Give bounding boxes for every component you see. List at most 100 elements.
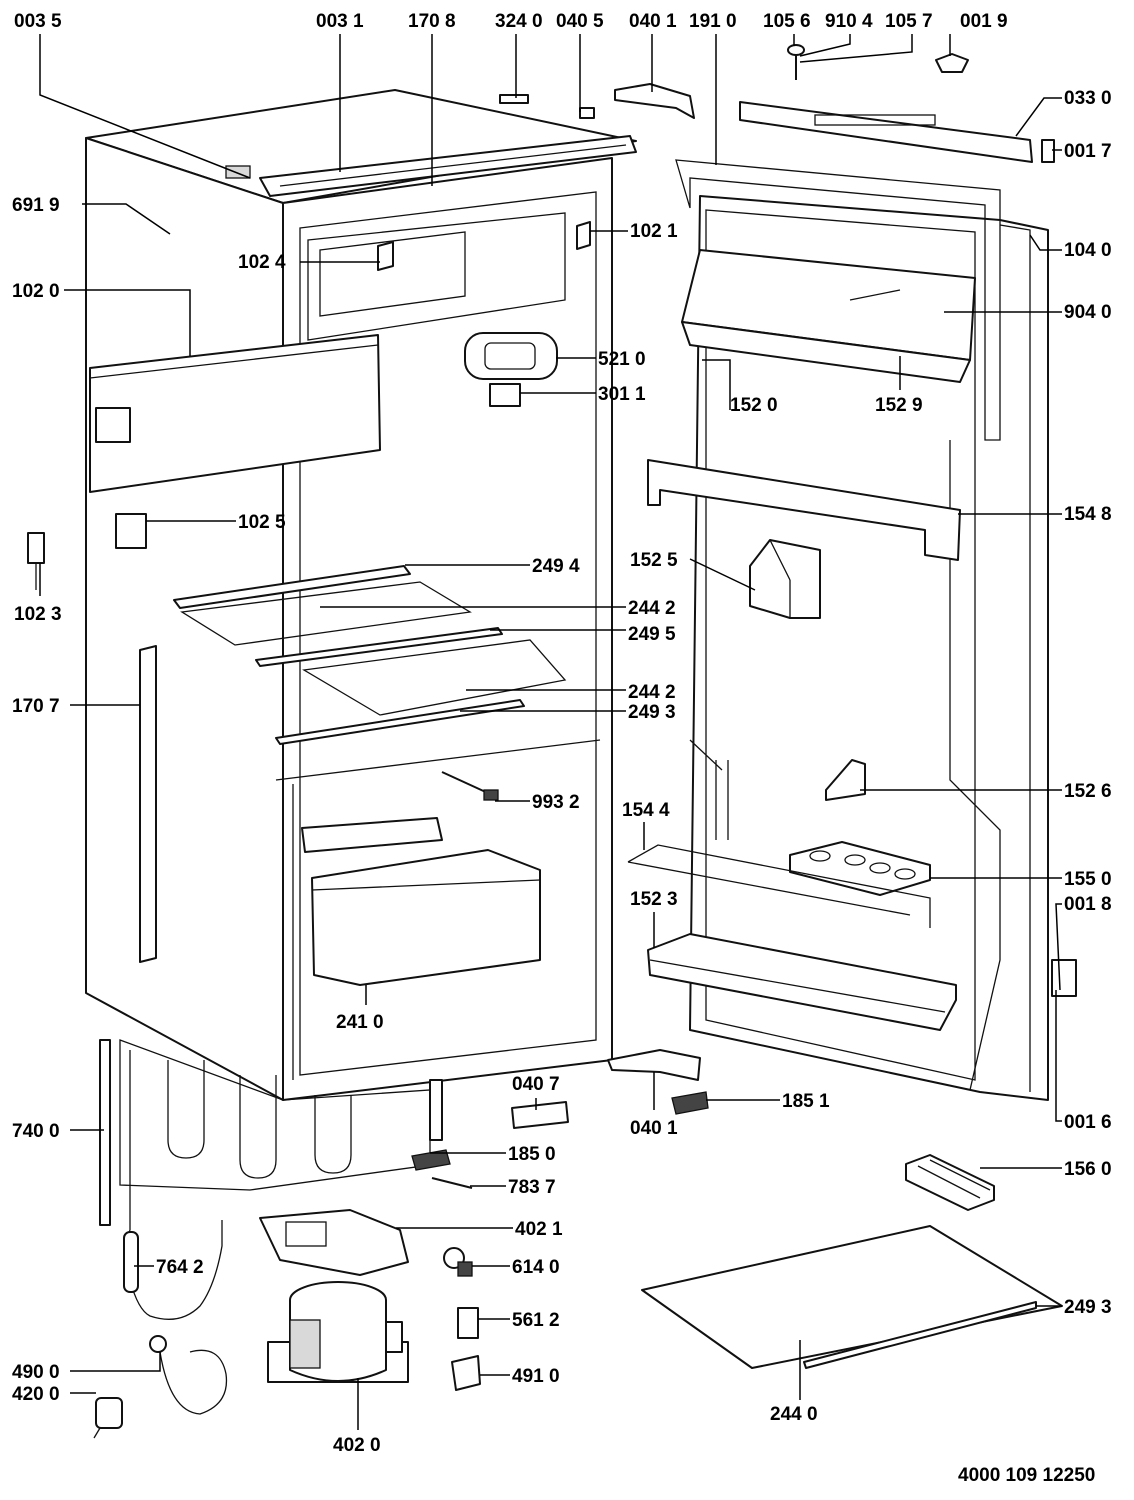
part-label-102-4: 102 4 (238, 252, 286, 273)
bottle-shelf-drawing (647, 933, 957, 1031)
part-labels: 003 5 003 1 170 8 324 0 040 5 040 1 191 0 105 6… (12, 11, 1112, 1456)
leader-line (1055, 990, 1062, 1122)
part-label-152-0: 152 0 (730, 395, 778, 416)
part-label-402-1: 402 1 (515, 1219, 563, 1240)
part-label-102-0: 102 0 (12, 281, 60, 302)
switch-drawing (411, 1149, 451, 1171)
capillary-drawing (123, 1231, 139, 1293)
part-label-904-0: 904 0 (1064, 302, 1112, 323)
part-label-105-6: 105 6 (763, 11, 811, 32)
part-label-691-9: 691 9 (12, 195, 60, 216)
leader-line (39, 34, 251, 179)
part-label-102-5: 102 5 (238, 512, 286, 533)
glass-shelf-drawing (641, 1225, 1063, 1369)
part-label-324-0: 324 0 (495, 11, 543, 32)
part-label-102-1: 102 1 (630, 221, 678, 242)
part-label-154-4: 154 4 (622, 800, 670, 821)
part-label-241-0: 241 0 (336, 1012, 384, 1033)
part-label-170-8: 170 8 (408, 11, 456, 32)
part-label-764-2: 764 2 (156, 1257, 204, 1278)
leader-line (689, 558, 756, 591)
part-label-105-7: 105 7 (885, 11, 933, 32)
shelf-trim-drawing (803, 1301, 1037, 1369)
door-rail-drawing (647, 459, 961, 561)
part-label-249-5: 249 5 (628, 624, 676, 645)
cover-drawing (451, 1355, 481, 1391)
part-label-033-0: 033 0 (1064, 88, 1112, 109)
part-label-154-8: 154 8 (1064, 504, 1112, 525)
cap-drawing (935, 53, 969, 73)
part-label-185-1: 185 1 (782, 1091, 830, 1112)
part-label-003-1: 003 1 (316, 11, 364, 32)
part-label-040-5: 040 5 (556, 11, 604, 32)
part-label-152-3: 152 3 (630, 889, 678, 910)
hinge-drawing (27, 532, 45, 590)
compressor-drawing (267, 1281, 409, 1383)
box-drawing (749, 539, 821, 619)
part-label-244-2: 244 2 (628, 598, 676, 619)
part-label-249-4: 249 4 (532, 556, 580, 577)
part-label-420-0: 420 0 (12, 1384, 60, 1405)
part-label-156-0: 156 0 (1064, 1159, 1112, 1180)
part-label-910-4: 910 4 (825, 11, 873, 32)
hinge-pin-drawing (499, 94, 529, 104)
part-label-003-5: 003 5 (14, 11, 62, 32)
part-label-152-9: 152 9 (875, 395, 923, 416)
part-label-104-0: 104 0 (1064, 240, 1112, 261)
part-label-040-1: 040 1 (629, 11, 677, 32)
top-hinge-drawing (614, 83, 695, 119)
part-label-244-0: 244 0 (770, 1404, 818, 1425)
part-label-152-5: 152 5 (630, 550, 678, 571)
washer-drawing (579, 107, 595, 119)
leader-line (64, 289, 191, 356)
part-label-521-0: 521 0 (598, 349, 646, 370)
egg-tray-drawing (789, 841, 931, 896)
part-label-249-3: 249 3 (628, 702, 676, 723)
leader-line (799, 34, 851, 57)
bottom-hinge-drawing (607, 1049, 701, 1081)
freezer-flap-drawing (89, 334, 381, 493)
part-label-402-0: 402 0 (333, 1435, 381, 1456)
leader-line (70, 1352, 161, 1372)
part-label-490-0: 490 0 (12, 1362, 60, 1383)
door-drawing (675, 159, 1049, 1101)
leader-line (1015, 97, 1062, 137)
compressor-mount-drawing (259, 1209, 409, 1276)
capacitor-drawing (93, 1397, 123, 1439)
part-label-244-2: 244 2 (628, 682, 676, 703)
door-bracket-drawing (739, 101, 1033, 163)
divider-drawing (825, 759, 866, 801)
part-label-102-3: 102 3 (14, 604, 62, 625)
leader-lines (39, 34, 1062, 1430)
thermostat-drawing (464, 332, 558, 407)
leader-line (1055, 903, 1062, 991)
part-label-040-1: 040 1 (630, 1118, 678, 1139)
bottle-retainer-drawing (627, 844, 931, 928)
pin-drawing (431, 1177, 473, 1189)
part-label-993-2: 993 2 (532, 792, 580, 813)
leader-line (1029, 234, 1062, 251)
crisper-drawing (301, 817, 541, 986)
dairy-compartment-drawing (681, 249, 976, 383)
part-label-191-0: 191 0 (689, 11, 737, 32)
mains-cable-drawing (149, 1335, 228, 1415)
handle-part-drawing (671, 1091, 709, 1115)
part-label-185-0: 185 0 (508, 1144, 556, 1165)
part-label-001-9: 001 9 (960, 11, 1008, 32)
leader-line (702, 359, 731, 410)
ice-tray-drawing (905, 1154, 995, 1211)
clip-drawing (1041, 139, 1055, 163)
part-label-155-0: 155 0 (1064, 869, 1112, 890)
overload-drawing (457, 1307, 479, 1339)
screw-drawing (787, 44, 805, 80)
part-label-491-0: 491 0 (512, 1366, 560, 1387)
relay-drawing (443, 1247, 473, 1277)
part-label-614-0: 614 0 (512, 1257, 560, 1278)
part-label-001-6: 001 6 (1064, 1112, 1112, 1133)
plate-drawing (511, 1101, 569, 1129)
part-label-001-7: 001 7 (1064, 141, 1112, 162)
drawing-number: 4000 109 12250 (958, 1465, 1095, 1486)
part-label-301-1: 301 1 (598, 384, 646, 405)
side-strip-drawing (139, 645, 157, 963)
